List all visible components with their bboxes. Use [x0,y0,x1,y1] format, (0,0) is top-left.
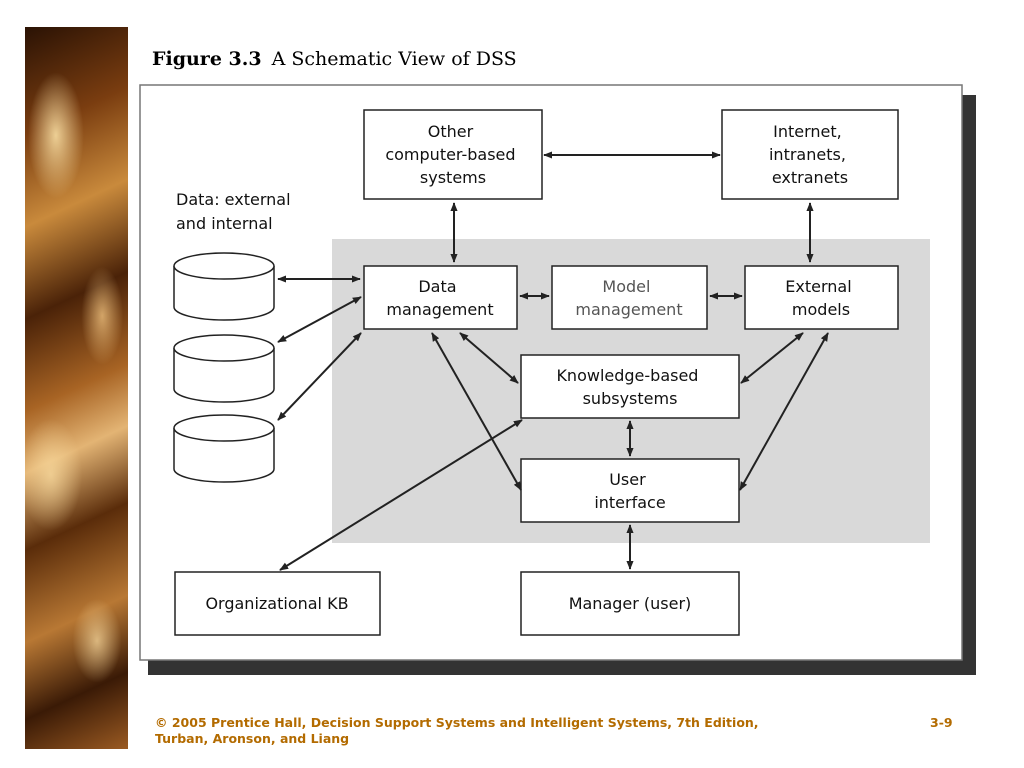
svg-text:Model management: Model management [575,277,682,319]
database-icon [173,252,275,321]
arrow-external-user-interface [739,332,829,491]
footer-credit-line: Turban, Aronson, and Liang [155,731,350,746]
user-interface-box: User interface [520,458,740,523]
knowledge-subsystems-box: Knowledge-based subsystems [520,354,740,419]
svg-text:Manager (user): Manager (user) [569,594,692,613]
figure-title: Figure 3.3 A Schematic View of DSS [152,48,517,70]
decorative-sidebar-image [25,27,128,749]
figure-number: Figure 3.3 [152,48,262,70]
database-icon [173,334,275,403]
other-systems-box: Other computer-based systems [363,109,543,200]
page-number: 3-9 [930,715,953,730]
model-management-box: Model management [551,265,708,330]
svg-text:Internet, intranets,: Internet, intranets, extranets [769,122,851,187]
data-source-label: Data: external and internal [176,190,296,233]
database-icon [173,414,275,483]
external-models-box: External models [744,265,899,330]
svg-text:Other computer-based: Other computer-based systems [385,122,520,187]
figure-caption: A Schematic View of DSS [271,48,517,70]
footer-credit-line: © 2005 Prentice Hall, Decision Support S… [155,715,759,730]
organizational-kb-box: Organizational KB [174,571,381,636]
svg-text:Data management: Data management [386,277,493,319]
arrow-knowledge-org-kb [279,419,523,571]
footer-credit: © 2005 Prentice Hall, Decision Support S… [155,715,805,747]
svg-text:External models: External models [785,277,856,319]
internet-box: Internet, intranets, extranets [721,109,899,200]
arrow-db3-data-management [277,332,362,421]
data-management-box: Data management [363,265,518,330]
svg-text:User interface: User interface [594,470,665,512]
svg-text:Knowledge-based subsyste: Knowledge-based subsystems [556,366,703,408]
manager-box: Manager (user) [520,571,740,636]
svg-text:Organizational KB: Organizational KB [205,594,348,613]
